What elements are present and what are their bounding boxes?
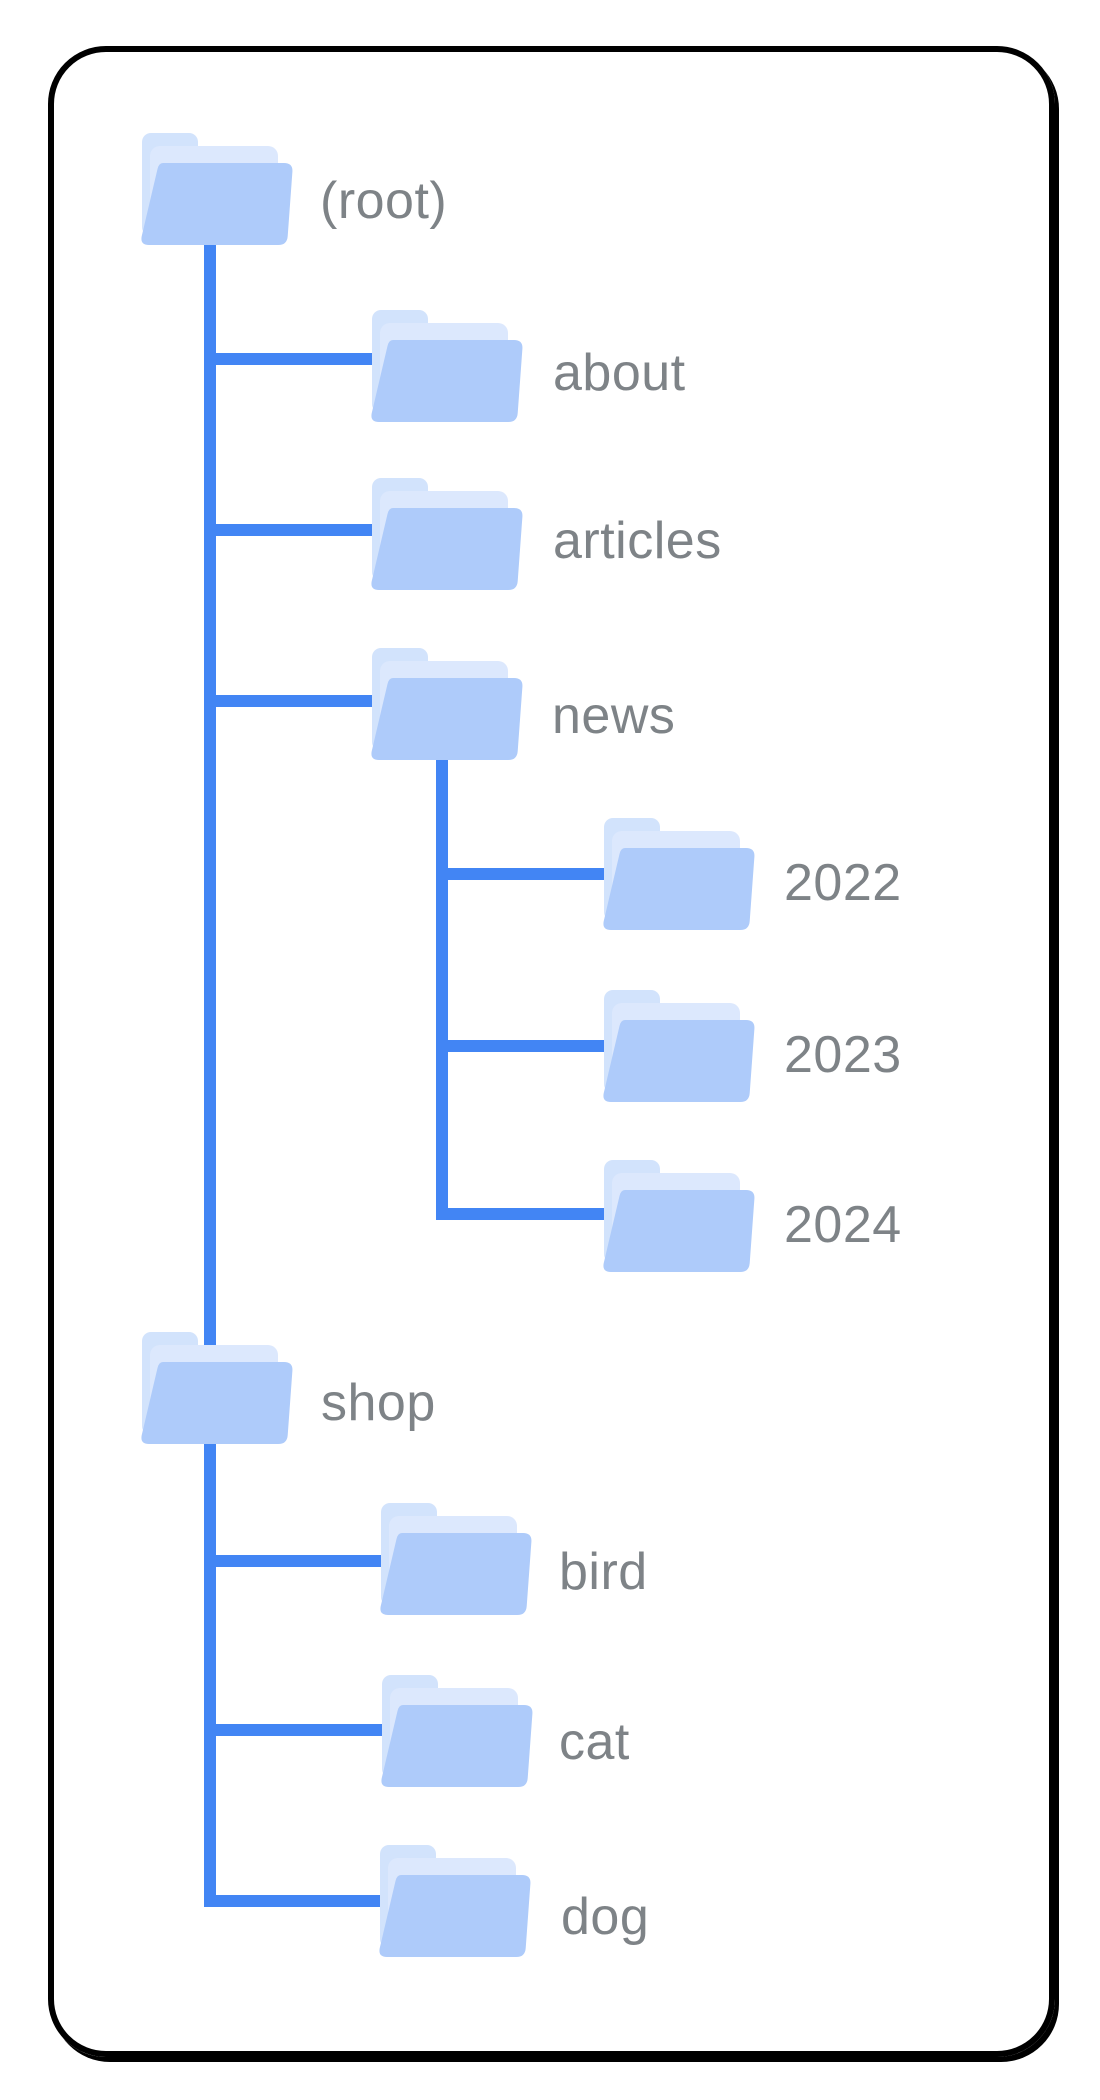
folder-label: 2023	[784, 1026, 902, 1084]
folder-icon	[380, 1675, 536, 1789]
folder-icon	[140, 133, 296, 247]
connector-trunk-news	[436, 750, 448, 1220]
connector-branch-2023	[436, 1040, 612, 1052]
folder-label: articles	[553, 512, 722, 570]
connector-branch-about	[204, 353, 380, 365]
folder-label: 2022	[784, 854, 902, 912]
folder-icon	[379, 1503, 535, 1617]
folder-label: 2024	[784, 1196, 902, 1254]
connector-branch-articles	[204, 524, 380, 536]
folder-icon	[602, 818, 758, 932]
connector-branch-news	[204, 695, 380, 707]
connector-branch-2022	[436, 868, 612, 880]
folder-label: shop	[321, 1374, 436, 1432]
folder-icon	[602, 1160, 758, 1274]
connector-branch-bird	[204, 1555, 385, 1567]
folder-label: news	[552, 687, 676, 745]
connector-branch-dog	[204, 1895, 385, 1907]
connector-branch-2024	[436, 1208, 612, 1220]
folder-label: cat	[559, 1713, 630, 1771]
folder-icon	[370, 648, 526, 762]
folder-icon	[602, 990, 758, 1104]
folder-icon	[370, 310, 526, 424]
folder-icon	[370, 478, 526, 592]
folder-label: about	[553, 344, 686, 402]
folder-label: dog	[561, 1888, 650, 1946]
site-structure-card	[48, 46, 1055, 2057]
folder-icon	[378, 1845, 534, 1959]
folder-label: (root)	[320, 172, 448, 230]
connector-branch-cat	[204, 1724, 385, 1736]
connector-trunk-root	[204, 240, 216, 1907]
folder-icon	[140, 1332, 296, 1446]
folder-label: bird	[559, 1543, 648, 1601]
